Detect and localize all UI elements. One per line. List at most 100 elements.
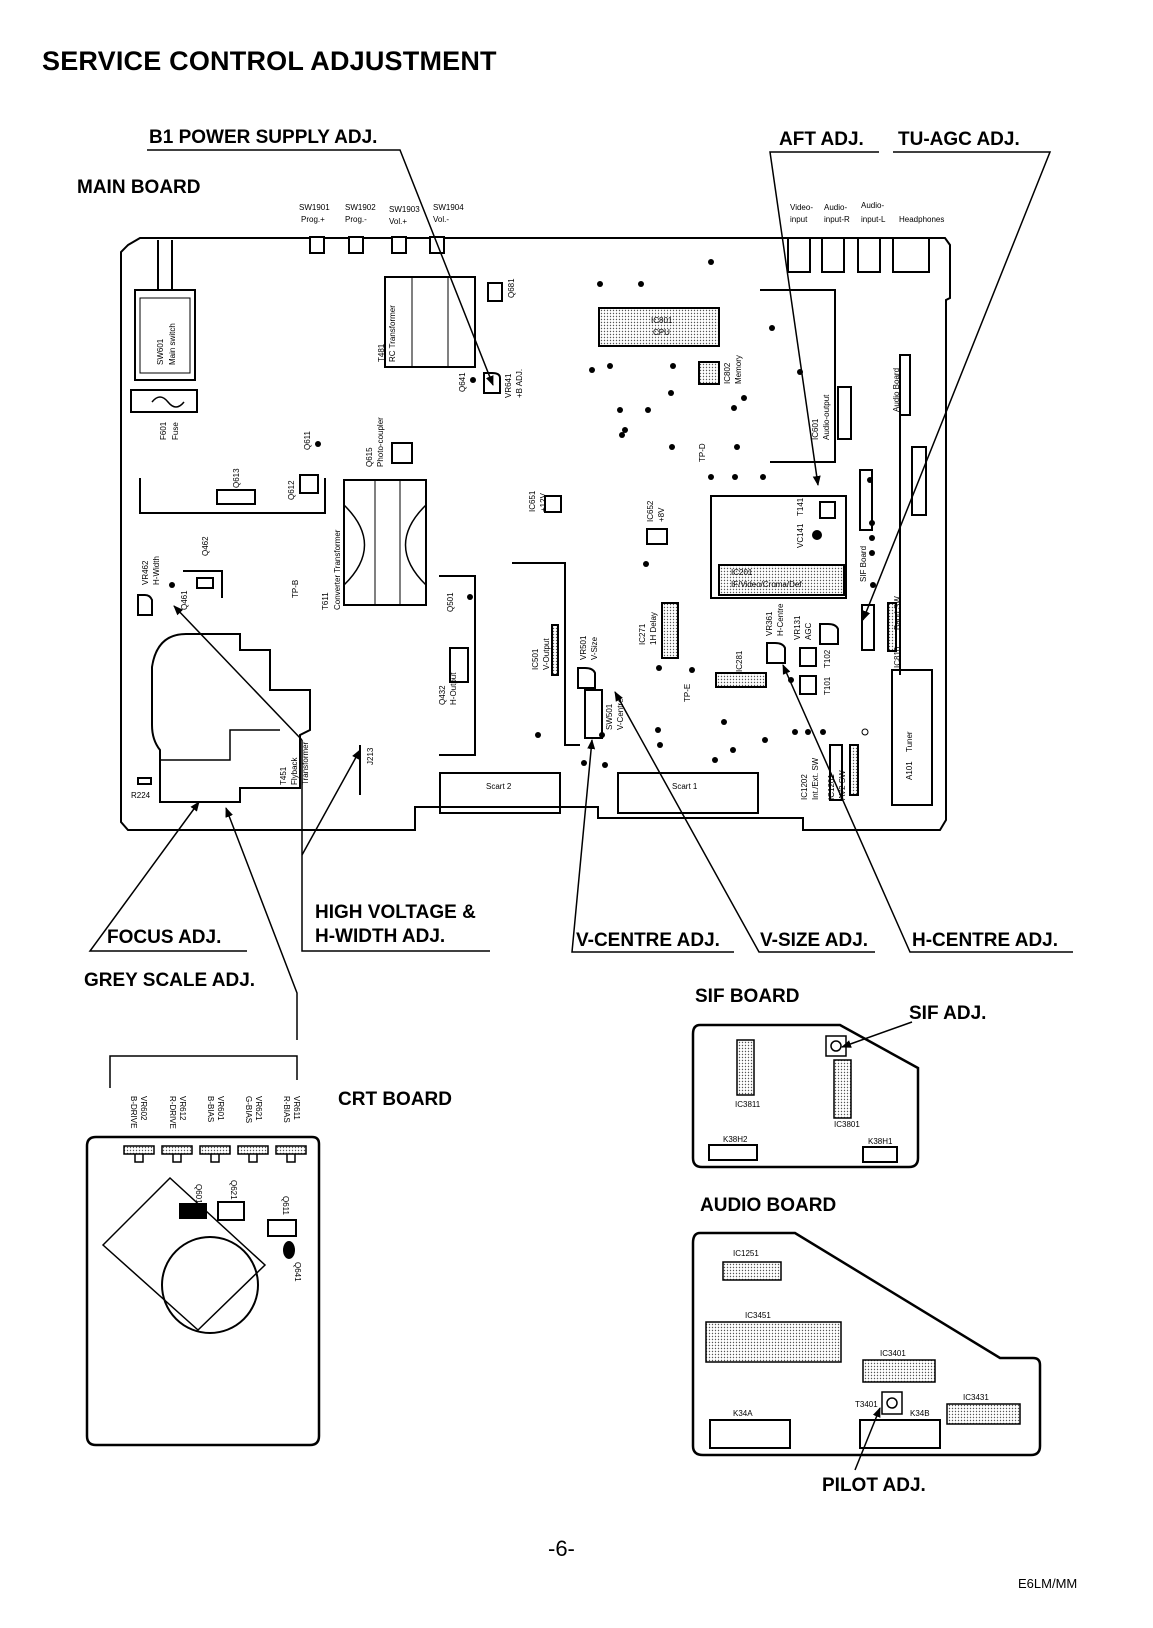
jack-headphones-label: Headphones xyxy=(899,215,944,224)
svg-text:VR621: VR621 xyxy=(254,1096,263,1121)
svg-text:+B ADJ.: +B ADJ. xyxy=(515,369,524,398)
svg-text:B-BIAS: B-BIAS xyxy=(206,1096,215,1122)
high-voltage-label-line1: HIGH VOLTAGE & xyxy=(315,902,476,923)
focus-adj-label: FOCUS ADJ. xyxy=(107,927,221,948)
svg-text:+12V: +12V xyxy=(539,492,548,512)
ic271-body xyxy=(661,602,679,659)
v-centre-adj-label: V-CENTRE ADJ. xyxy=(576,930,720,951)
vr462-body xyxy=(137,594,153,616)
rc-transformer-body xyxy=(384,276,476,368)
svg-text:VR131: VR131 xyxy=(793,615,802,640)
q601-body xyxy=(179,1203,207,1219)
svg-text:Q612: Q612 xyxy=(287,480,296,500)
page-number: -6- xyxy=(548,1536,575,1561)
vr131-body xyxy=(819,623,839,645)
sw1903-label: SW1903 xyxy=(389,205,420,214)
crt-pots xyxy=(123,1145,307,1163)
ic3401-body xyxy=(862,1359,936,1383)
fuse-body xyxy=(130,389,198,413)
svg-text:VR601: VR601 xyxy=(216,1096,225,1121)
scart2-socket xyxy=(439,772,561,814)
svg-text:IC1251: IC1251 xyxy=(733,1249,759,1258)
q641-body xyxy=(483,372,501,394)
jack-audio-r-label-1: Audio- xyxy=(824,203,847,212)
if-section-outline xyxy=(710,495,847,599)
sif-board-outline xyxy=(691,1023,920,1169)
jack-headphones xyxy=(892,237,930,273)
svg-text:Memory: Memory xyxy=(734,355,743,384)
svg-text:Audio-output: Audio-output xyxy=(822,394,831,440)
sif-board: SIF BOARD IC3811 IC3801 K38H2 K38H1 xyxy=(691,986,920,1169)
svg-text:Q641: Q641 xyxy=(293,1262,302,1282)
svg-text:Main switch: Main switch xyxy=(168,323,177,365)
ic3811-body xyxy=(736,1039,755,1096)
svg-text:SW601: SW601 xyxy=(156,338,165,365)
sw501-body xyxy=(584,689,603,739)
audio-board-outline xyxy=(691,1231,1042,1457)
memory-body xyxy=(698,361,720,385)
audio-output-ic xyxy=(837,386,852,440)
audio-board-label: AUDIO BOARD xyxy=(700,1195,836,1216)
svg-text:IC1202: IC1202 xyxy=(800,774,809,800)
svg-text:Q613: Q613 xyxy=(232,468,241,488)
ic281-body xyxy=(715,672,767,688)
svg-text:Q615: Q615 xyxy=(365,447,374,467)
svg-text:TP-E: TP-E xyxy=(683,684,692,702)
ic652-body xyxy=(646,528,668,545)
svg-text:T102: T102 xyxy=(823,649,832,668)
main-switch-body xyxy=(134,289,196,381)
k38h2-connector xyxy=(708,1144,758,1161)
jack-video-label-1: Video- xyxy=(790,203,813,212)
svg-text:Int./Ext. SW: Int./Ext. SW xyxy=(811,757,820,800)
q613-bracket xyxy=(139,478,326,514)
ic3431-body xyxy=(946,1403,1021,1425)
aft-adj-label: AFT ADJ. xyxy=(779,129,864,150)
svg-text:VC141: VC141 xyxy=(796,523,805,548)
svg-text:IC3451: IC3451 xyxy=(745,1311,771,1320)
svg-text:T451: T451 xyxy=(279,766,288,785)
main-board-label: MAIN BOARD xyxy=(77,177,201,198)
sw1901-desc: Prog.+ xyxy=(301,215,325,224)
leader-lines xyxy=(88,149,1073,1471)
sif-adj-coil xyxy=(825,1035,847,1057)
b1-power-supply-adj-label: B1 POWER SUPPLY ADJ. xyxy=(149,127,377,148)
svg-text:T611: T611 xyxy=(321,592,330,610)
svg-text:VR641: VR641 xyxy=(504,373,513,398)
main-board xyxy=(120,237,951,831)
jack-audio-input-r xyxy=(821,237,845,273)
h-centre-adj-label: H-CENTRE ADJ. xyxy=(912,930,1058,951)
svg-text:Scart 2: Scart 2 xyxy=(486,782,512,791)
svg-text:G-BIAS: G-BIAS xyxy=(244,1096,253,1123)
svg-text:Q601: Q601 xyxy=(194,1184,203,1204)
pilot-adj-label: PILOT ADJ. xyxy=(822,1475,926,1496)
flyback-transformer-body xyxy=(151,633,311,803)
svg-text:CPU: CPU xyxy=(653,328,670,337)
crt-board: CRT BOARD VR602 B-DRIVE VR612 R-DRIVE VR… xyxy=(85,1089,452,1447)
svg-text:Q462: Q462 xyxy=(201,536,210,556)
sw1904-desc: Vol.- xyxy=(433,215,449,224)
svg-text:V-Centre: V-Centre xyxy=(616,698,625,730)
svg-text:VR612: VR612 xyxy=(178,1096,187,1121)
sif-adj-label: SIF ADJ. xyxy=(909,1003,986,1024)
jack-audio-input-l xyxy=(857,237,881,273)
svg-text:IC3431: IC3431 xyxy=(963,1393,989,1402)
svg-text:1H Delay: 1H Delay xyxy=(649,612,658,645)
main-board-outline xyxy=(120,237,951,831)
svg-text:IC810: IC810 xyxy=(893,646,902,668)
k34b-connector xyxy=(859,1419,941,1449)
svg-text:Audio Board: Audio Board xyxy=(892,368,901,412)
adjustment-callouts: B1 POWER SUPPLY ADJ. AFT ADJ. TU-AGC ADJ… xyxy=(84,127,1073,1496)
svg-text:IC201: IC201 xyxy=(731,568,753,577)
ic810-body xyxy=(887,602,897,652)
svg-text:IC1201: IC1201 xyxy=(827,774,836,800)
svg-text:Q432: Q432 xyxy=(438,685,447,705)
k34a-connector xyxy=(709,1419,791,1449)
svg-text:H-Centre: H-Centre xyxy=(776,603,785,636)
svg-text:Q501: Q501 xyxy=(446,592,455,612)
switch-sw1903 xyxy=(391,236,407,254)
q612-body xyxy=(299,474,319,494)
svg-text:R-DRIVE: R-DRIVE xyxy=(168,1096,177,1129)
svg-text:K38H2: K38H2 xyxy=(723,1135,748,1144)
crt-board-label: CRT BOARD xyxy=(338,1089,452,1110)
v-size-adj-label: V-SIZE ADJ. xyxy=(760,930,868,951)
